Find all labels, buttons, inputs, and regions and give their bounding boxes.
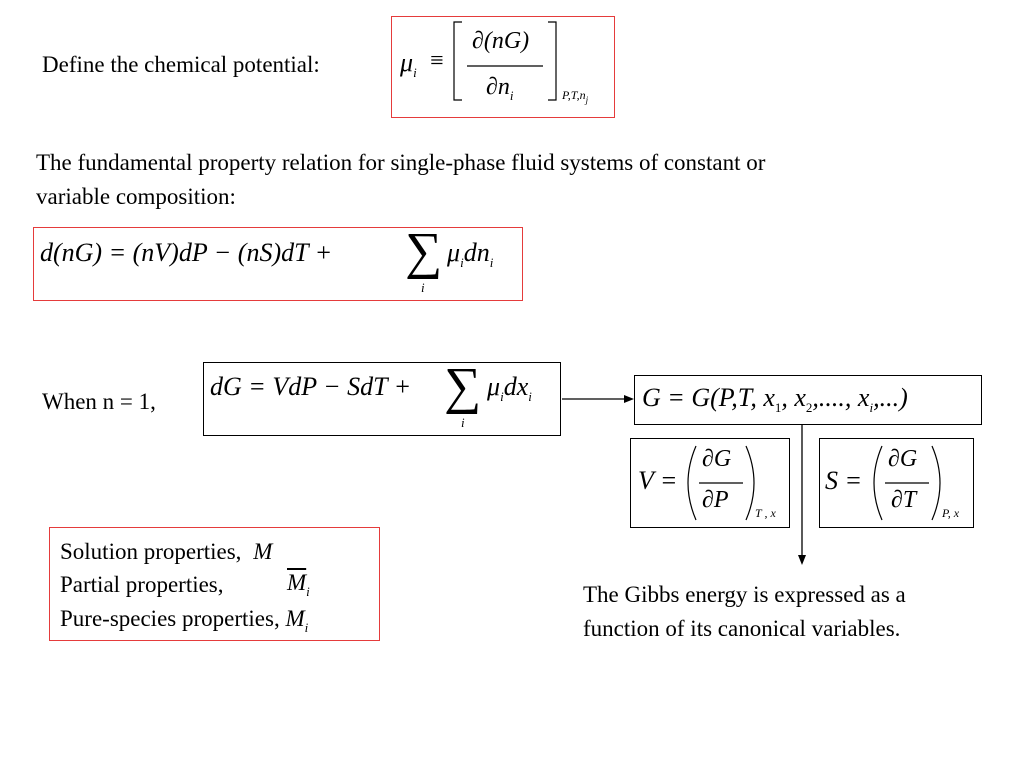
fundamental-equation-box: [33, 227, 523, 301]
arrow-down-head: [798, 555, 806, 565]
caption-line1: The Gibbs energy is expressed as a: [583, 582, 906, 607]
volume-denominator: ∂P: [702, 487, 729, 513]
chemical-potential-box: [391, 16, 615, 118]
partial-properties-symbol: Mi: [287, 570, 310, 599]
definition-numerator: ∂(nG): [472, 28, 530, 54]
unit-mole-sum-symbol: ∑: [444, 358, 482, 415]
definition-constraint: P,T,nj: [562, 88, 589, 105]
definition-left-bracket: [453, 21, 462, 101]
entropy-constraint: P, x: [942, 506, 960, 520]
unit-mole-equation: dG = VdP − SdT +: [210, 372, 412, 401]
unit-mole-sum-term: μidxi: [487, 372, 532, 404]
entropy-right-paren: [931, 445, 941, 521]
partial-properties-label: Partial properties,: [60, 572, 224, 597]
entropy-left-paren: [873, 445, 883, 521]
definition-label: Define the chemical potential:: [42, 52, 320, 77]
volume-numerator: ∂G: [702, 446, 732, 472]
fundamental-text-line2: variable composition:: [36, 184, 236, 209]
volume-lhs: V =: [638, 466, 678, 495]
fundamental-equation: d(nG) = (nV)dP − (nS)dT +: [40, 238, 333, 267]
unit-mole-equation-box: [203, 362, 561, 436]
arrow-to-gibbs-head: [624, 395, 634, 403]
entropy-numerator: ∂G: [888, 446, 918, 472]
fundamental-sum-term: μidni: [447, 238, 494, 270]
definition-denominator: ∂ni: [486, 74, 514, 103]
fundamental-sum-index: i: [421, 280, 425, 295]
gibbs-function-equation: G = G(P,T, x1, x2,...., xi,...): [642, 383, 908, 415]
fundamental-sum-symbol: ∑: [405, 223, 443, 280]
definition-right-bracket: [548, 21, 557, 101]
unit-mole-label: When n = 1,: [42, 389, 156, 414]
caption-line2: function of its canonical variables.: [583, 616, 901, 641]
volume-left-paren: [687, 445, 697, 521]
volume-right-paren: [745, 445, 755, 521]
entropy-denominator: ∂T: [891, 487, 917, 513]
volume-constraint: T , x: [755, 506, 776, 520]
mu-symbol: μi: [400, 48, 417, 80]
pure-properties-label: Pure-species properties, Mi: [60, 606, 309, 635]
solution-properties-label: Solution properties, M: [60, 539, 273, 564]
equiv-sign: ≡: [430, 48, 444, 74]
unit-mole-sum-index: i: [461, 415, 465, 430]
entropy-lhs: S =: [825, 466, 863, 495]
properties-box: [49, 527, 380, 641]
fundamental-text-line1: The fundamental property relation for si…: [36, 150, 766, 175]
gibbs-function-box: [634, 375, 982, 425]
